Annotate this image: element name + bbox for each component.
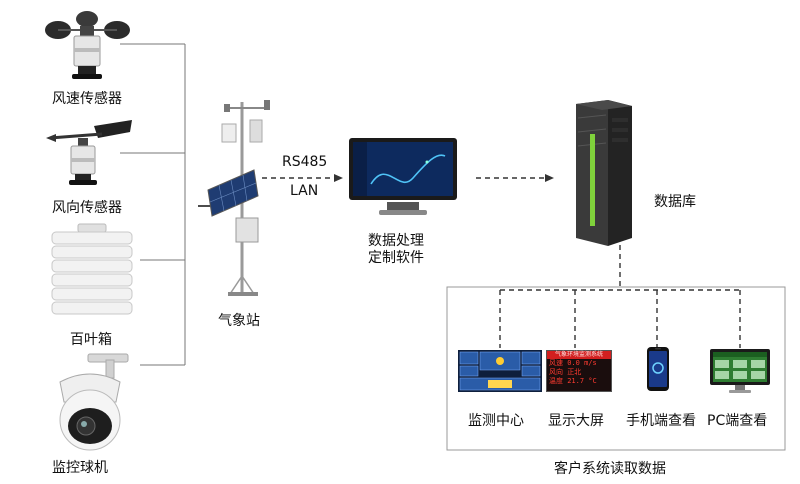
station-to-software-arrow (262, 174, 343, 182)
led-row1-value: 0.0 (567, 359, 580, 367)
client-system-box (446, 286, 786, 451)
shutter-box-icon (51, 223, 133, 315)
dome-camera-icon (59, 353, 129, 451)
client-label-pc: PC端查看 (707, 413, 768, 429)
led-display-board-icon: 气象环境监测系统 风速 0.0 m/s 风向 正北 温度 21.7 °C (546, 350, 612, 392)
wind-direction-sensor-label: 风向传感器 (52, 200, 122, 216)
led-row-wind-speed: 风速 0.0 m/s (547, 359, 611, 368)
database-server-icon (576, 100, 632, 246)
software-monitor-icon (349, 138, 457, 215)
led-row2-label: 风向 (549, 368, 563, 376)
led-row1-unit: m/s (584, 359, 597, 367)
led-row-temperature: 温度 21.7 °C (547, 377, 611, 386)
client-distribution-lines (499, 289, 741, 348)
software-to-database-arrow (476, 174, 554, 182)
mobile-phone-icon (647, 347, 669, 391)
led-row-wind-direction: 风向 正北 (547, 368, 611, 377)
anemometer-icon (45, 11, 130, 79)
software-label-line1: 数据处理 (368, 233, 424, 249)
wind-speed-sensor-label: 风速传感器 (52, 91, 122, 107)
sensor-bracket (120, 43, 186, 366)
client-label-display-screen: 显示大屏 (548, 413, 604, 429)
client-label-monitoring-center: 监测中心 (468, 413, 524, 429)
monitoring-center-screens-icon (458, 350, 542, 392)
desktop-monitor-icon (710, 349, 770, 393)
lan-label: LAN (290, 183, 319, 199)
led-row3-unit: °C (588, 377, 597, 385)
weather-station-label: 气象站 (218, 313, 260, 329)
database-label: 数据库 (654, 194, 696, 210)
client-label-mobile: 手机端查看 (626, 413, 696, 429)
led-row1-label: 风速 (549, 359, 563, 367)
software-label-line2: 定制软件 (368, 250, 424, 266)
rs485-label: RS485 (282, 154, 328, 170)
led-title: 气象环境监测系统 (547, 351, 611, 359)
wind-vane-icon (46, 120, 132, 185)
client-system-caption: 客户系统读取数据 (554, 461, 666, 477)
led-row3-value: 21.7 (567, 377, 585, 385)
shutter-box-label: 百叶箱 (70, 332, 112, 348)
weather-station-icon (207, 100, 270, 296)
led-row3-label: 温度 (549, 377, 563, 385)
dome-camera-label: 监控球机 (52, 460, 108, 476)
led-row2-value: 正北 (567, 368, 582, 376)
